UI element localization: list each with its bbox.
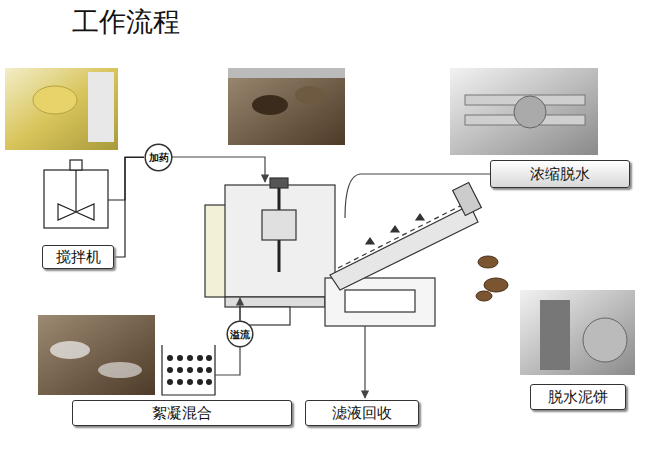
dosing-circle: 加药 <box>144 143 173 172</box>
sludge-cake-symbol <box>476 256 508 301</box>
mixer-symbol <box>70 160 82 170</box>
dewatering-machine <box>225 185 335 297</box>
step-box: 絮凝混合 <box>72 400 292 426</box>
dewatering-machine <box>270 178 288 188</box>
photo-mixing-tank <box>5 68 118 150</box>
flocculation-beaker <box>167 367 173 373</box>
flocculation-beaker <box>206 367 212 373</box>
node-label: 加药 <box>149 152 169 163</box>
flocculation-beaker <box>187 367 193 373</box>
photo-flocculation <box>252 95 288 115</box>
photo-flocs <box>38 315 155 395</box>
photo-mixing-tank <box>88 72 114 142</box>
flocculation-beaker <box>167 355 173 361</box>
step-box: 搅拌机 <box>42 245 114 269</box>
step-box: 浓缩脱水 <box>490 160 630 188</box>
photo-screw-thickener <box>450 68 598 155</box>
dewatering-machine <box>330 205 478 290</box>
flocculation-beaker <box>162 345 215 395</box>
mixer-symbol <box>108 157 144 200</box>
flocculation-beaker <box>206 355 212 361</box>
flocculation-beaker <box>187 355 193 361</box>
flocculation-beaker <box>206 379 212 385</box>
filtrate-line <box>364 326 365 398</box>
photo-sludge-cake <box>540 300 570 370</box>
flocculation-beaker <box>167 379 173 385</box>
node-label: 浓缩脱水 <box>530 166 590 183</box>
flow-line <box>114 158 144 258</box>
dosing-line <box>172 157 265 182</box>
photo-sludge-cake <box>583 318 627 362</box>
mixer-symbol <box>58 204 94 220</box>
node-label: 搅拌机 <box>56 249 101 266</box>
filtrate-line <box>364 326 365 398</box>
thickening-leader <box>345 174 490 218</box>
node-label: 絮凝混合 <box>152 405 212 422</box>
photo-sludge-cake <box>520 290 635 375</box>
dewatering-machine <box>240 307 290 325</box>
dewatering-machine <box>262 210 296 240</box>
photo-flocculation <box>228 68 345 78</box>
dewatering-machine <box>453 182 482 215</box>
thickening-leader <box>345 174 490 218</box>
mixer-symbol <box>44 170 108 228</box>
diagram-title: 工作流程 <box>72 4 180 40</box>
step-box: 脱水泥饼 <box>530 384 626 410</box>
node-label: 脱水泥饼 <box>548 389 608 406</box>
photo-mixing-tank <box>5 68 118 150</box>
photo-screw-thickener <box>450 68 598 155</box>
circle-outline <box>145 144 172 171</box>
overflow-line <box>239 298 240 320</box>
sludge-cake-symbol <box>476 291 492 301</box>
flocculation-beaker <box>197 367 203 373</box>
flocculation-beaker <box>162 345 215 395</box>
flocculation-beaker <box>187 379 193 385</box>
dosing-line <box>172 157 265 182</box>
flocculation-beaker <box>177 367 183 373</box>
flocculation-beaker <box>177 355 183 361</box>
dewatering-machine <box>205 178 481 326</box>
photo-mixing-tank <box>33 86 77 114</box>
photo-sludge-cake <box>520 290 635 375</box>
node-label: 滤液回收 <box>332 405 392 422</box>
overflow-line <box>215 347 240 375</box>
photo-screw-thickener <box>514 96 546 128</box>
node-label: 溢流 <box>230 329 250 340</box>
photo-flocculation <box>295 86 325 104</box>
photo-flocs <box>38 315 155 395</box>
circle-outline <box>227 321 253 347</box>
photo-flocs <box>98 362 142 378</box>
sludge-cake-symbol <box>478 256 498 268</box>
sludge-cake-symbol <box>484 278 508 292</box>
overflow-circle: 溢流 <box>226 320 254 348</box>
dewatering-machine <box>345 290 415 312</box>
flocculation-beaker <box>177 379 183 385</box>
dewatering-machine <box>338 202 468 268</box>
mixer-symbol <box>44 157 144 228</box>
flocculation-beaker <box>197 379 203 385</box>
photo-flocculation <box>228 68 345 145</box>
step-box: 滤液回收 <box>305 400 419 426</box>
flocculation-beaker <box>197 355 203 361</box>
photo-flocculation <box>228 68 345 145</box>
photo-flocs <box>50 341 90 359</box>
mixer-symbol <box>75 170 76 212</box>
flocculation-beaker <box>167 355 212 385</box>
dewatering-machine <box>366 214 424 244</box>
